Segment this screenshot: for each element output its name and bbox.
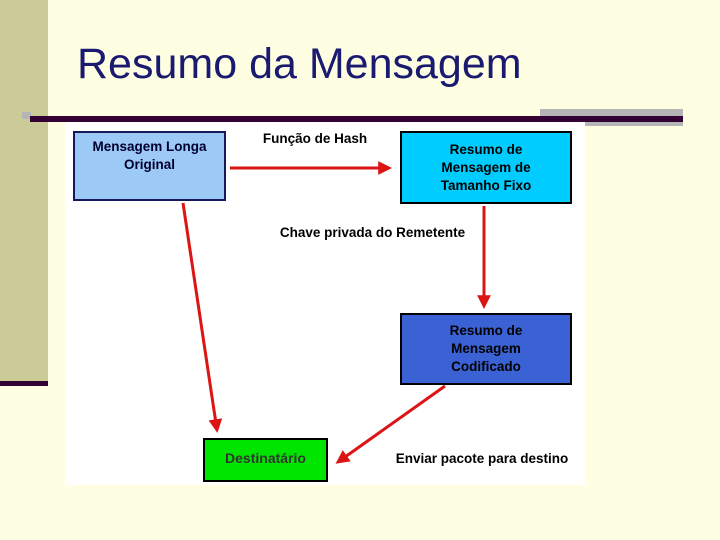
box-resumo-codificado: Resumo de Mensagem Codificado [400, 313, 572, 385]
title-rule-left-cap [22, 112, 31, 119]
label-chave-privada: Chave privada do Remetente [279, 225, 466, 240]
side-band-accent-bar [0, 381, 48, 386]
diagram-arrows [181, 161, 491, 464]
send-arrow [335, 384, 446, 464]
box-resumo-tamanho-fixo: Resumo de Mensagem de Tamanho Fixo [400, 131, 572, 204]
box-destinatario: Destinatário [203, 438, 328, 482]
original-to-destination-arrow [181, 202, 223, 433]
slide-title: Resumo da Mensagem [77, 40, 522, 88]
box-mensagem-longa-original: Mensagem Longa Original [73, 131, 226, 201]
label-funcao-de-hash: Função de Hash [262, 131, 368, 146]
side-band [0, 0, 48, 381]
title-rule [30, 116, 683, 122]
diagram-canvas: Mensagem Longa Original Função de Hash R… [65, 122, 585, 485]
label-enviar-pacote: Enviar pacote para destino [395, 451, 569, 466]
